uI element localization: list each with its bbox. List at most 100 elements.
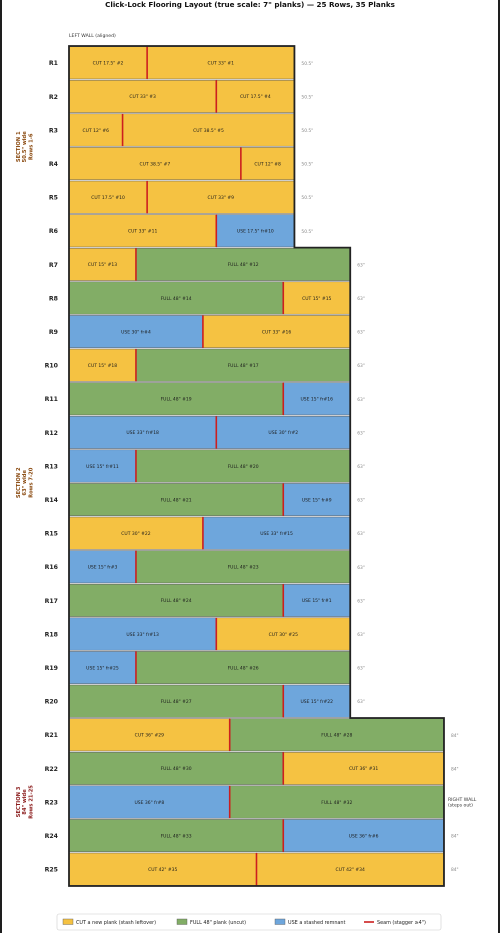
plank-label: CUT 33" #3 bbox=[129, 94, 156, 100]
plank-label: CUT 42" #35 bbox=[148, 867, 177, 873]
row-label: R7 bbox=[49, 262, 58, 269]
row-width-label: 63" bbox=[357, 262, 365, 268]
plank-label: CUT 38.5" #7 bbox=[140, 161, 171, 167]
section-label-line: Rows 21-25 bbox=[28, 785, 34, 819]
plank-label: USE 33" fr#15 bbox=[260, 531, 293, 537]
row-label: R25 bbox=[45, 867, 58, 874]
right-wall-label-line: (steps out) bbox=[448, 803, 473, 809]
plank-cut bbox=[283, 281, 351, 315]
legend-frame bbox=[56, 913, 442, 931]
plank-label: FULL 48" #32 bbox=[321, 800, 352, 806]
row-label: R5 bbox=[49, 195, 58, 202]
plank-full bbox=[135, 550, 351, 584]
plank-label: CUT 12" #6 bbox=[83, 128, 110, 134]
legend-item-cut: CUT a new plank (stash leftover) bbox=[62, 918, 156, 926]
plank-label: USE 15" fr#22 bbox=[300, 699, 333, 705]
plank-cut bbox=[68, 247, 137, 281]
section-label-line: 63" wide bbox=[22, 470, 28, 496]
row-label: R13 bbox=[45, 463, 58, 470]
row-label: R4 bbox=[49, 161, 59, 168]
legend: CUT a new plank (stash leftover) FULL 48"… bbox=[56, 913, 442, 931]
plank-use bbox=[68, 785, 230, 819]
row-label: R2 bbox=[49, 94, 58, 101]
plank-cut bbox=[68, 348, 137, 382]
plank-label: USE 30" fr#4 bbox=[121, 329, 151, 335]
plank-label: FULL 48" #21 bbox=[161, 497, 192, 503]
plank-cut bbox=[202, 315, 351, 349]
row-width-label: 63" bbox=[357, 397, 365, 403]
plank-use bbox=[68, 617, 217, 651]
row-width-label: 50.5" bbox=[301, 229, 313, 235]
plank-cut bbox=[146, 180, 295, 214]
plank-label: FULL 48" #27 bbox=[161, 699, 192, 705]
plank-full bbox=[68, 583, 284, 617]
plank-label: USE 15" fr#16 bbox=[300, 397, 333, 403]
row-width-label: 63" bbox=[357, 565, 365, 571]
plank-label: FULL 48" #30 bbox=[161, 766, 192, 772]
plank-cut bbox=[146, 46, 295, 80]
plank-label: CUT 33" #16 bbox=[262, 329, 291, 335]
row-width-label: 50.5" bbox=[301, 195, 313, 201]
section-label-line: SECTION 2 bbox=[16, 467, 22, 498]
legend-swatch bbox=[62, 918, 74, 925]
plank-use bbox=[283, 483, 351, 517]
plank-label: FULL 48" #26 bbox=[228, 665, 259, 671]
row-label: R8 bbox=[49, 295, 58, 302]
plank-label: CUT 15" #13 bbox=[88, 262, 117, 268]
room-outline-path bbox=[68, 45, 445, 887]
plank-label: FULL 48" #33 bbox=[161, 833, 192, 839]
row-label: R10 bbox=[45, 363, 59, 370]
row-width-label: 84" bbox=[451, 766, 459, 772]
plank-label: CUT 36" #29 bbox=[135, 733, 164, 739]
row-width-label: 63" bbox=[357, 296, 365, 302]
plank-full bbox=[135, 651, 351, 685]
plank-use bbox=[68, 315, 204, 349]
legend-label: FULL 48" plank (uncut) bbox=[190, 920, 246, 926]
section-label-line: SECTION 1 bbox=[16, 131, 22, 162]
row-label: R18 bbox=[45, 631, 58, 638]
legend-item-full: FULL 48" plank (uncut) bbox=[176, 918, 246, 926]
plank-label: USE 36" fr#8 bbox=[134, 800, 164, 806]
room-outline bbox=[68, 45, 445, 887]
plank-label: FULL 48" #20 bbox=[228, 464, 259, 470]
plank-label: USE 15" fr#3 bbox=[88, 565, 118, 571]
section-label-line: 84" wide bbox=[22, 789, 28, 815]
row-label: R24 bbox=[45, 833, 59, 840]
row-width-label: 63" bbox=[357, 632, 365, 638]
legend-item-use: USE a stashed remnant bbox=[274, 918, 346, 926]
row-width-label: 84" bbox=[451, 867, 459, 873]
row-label: R23 bbox=[45, 799, 58, 806]
plank-label: CUT 17.5" #2 bbox=[93, 61, 124, 67]
plank-label: CUT 33" #9 bbox=[208, 195, 235, 201]
plank-full bbox=[68, 751, 284, 785]
row-label: R6 bbox=[49, 228, 58, 235]
plank-full bbox=[68, 382, 284, 416]
row-label: R16 bbox=[45, 564, 58, 571]
plank-label: FULL 48" #17 bbox=[228, 363, 259, 369]
floor-row: R25 CUT 42" #35 CUT 42" #34 84" bbox=[45, 852, 459, 886]
plank-cut bbox=[68, 718, 230, 752]
diagram-title: Click-Lock Flooring Layout (true scale: … bbox=[105, 0, 395, 9]
plank-label: USE 30" fr#2 bbox=[268, 430, 298, 436]
row-width-label: 50.5" bbox=[301, 61, 313, 67]
plank-label: CUT 42" #34 bbox=[336, 867, 365, 873]
row-label: R20 bbox=[45, 699, 59, 706]
plank-label: CUT 30" #25 bbox=[269, 632, 298, 638]
plank-use bbox=[216, 415, 351, 449]
row-label: R14 bbox=[45, 497, 59, 504]
plank-cut bbox=[256, 852, 445, 886]
